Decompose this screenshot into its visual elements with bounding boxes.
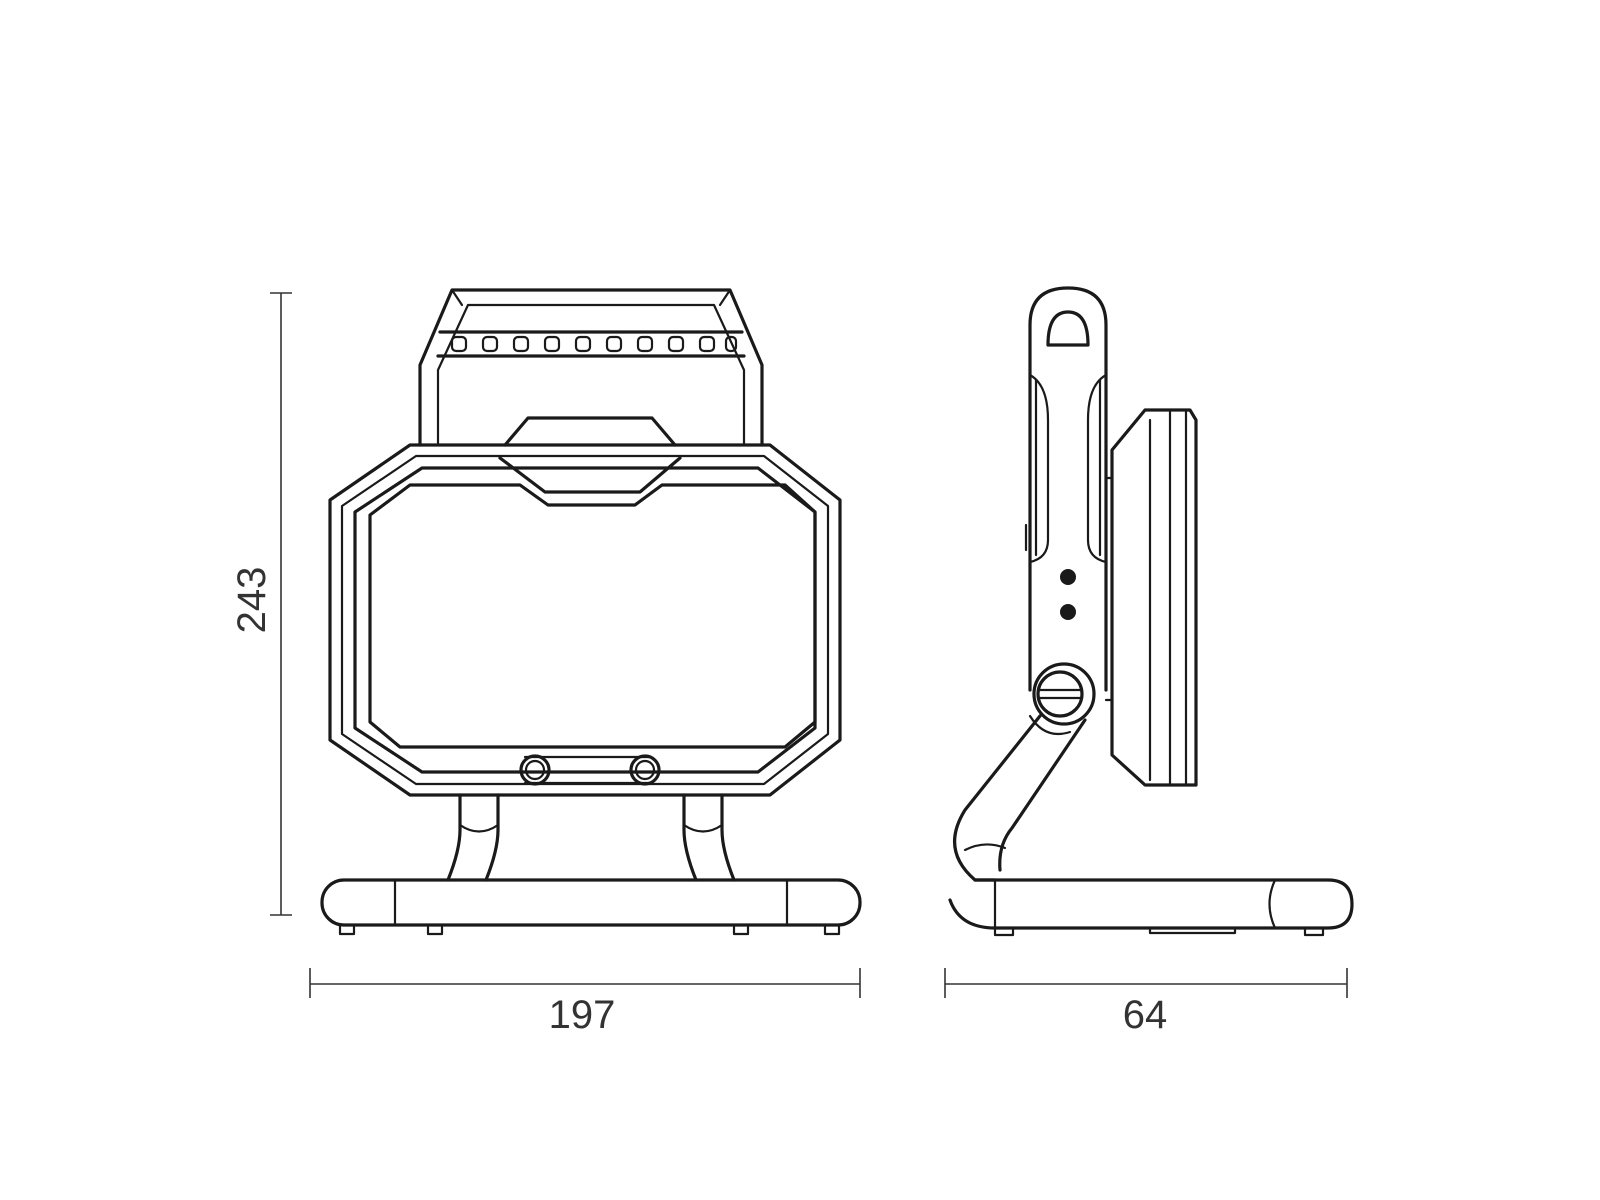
side-view — [948, 286, 1354, 937]
front-handle — [418, 288, 764, 447]
height-label: 243 — [230, 567, 274, 634]
depth-label: 64 — [1123, 993, 1168, 1037]
side-base — [948, 878, 1354, 937]
side-handle — [1024, 286, 1108, 692]
lens-panel — [368, 483, 817, 749]
dimension-width: 197 — [309, 968, 861, 1037]
front-view — [320, 288, 862, 936]
side-lamp-head — [1104, 408, 1198, 787]
switch-buttons — [519, 754, 661, 786]
front-base — [320, 878, 862, 936]
dimension-depth: 64 — [944, 968, 1348, 1037]
lamp-housing — [328, 443, 842, 797]
dimension-height: 243 — [230, 292, 292, 916]
stand-legs — [446, 793, 736, 882]
pivot-knob — [1032, 662, 1096, 726]
width-label: 197 — [549, 993, 616, 1037]
grip-ribs — [450, 335, 738, 353]
top-cap — [503, 416, 677, 447]
side-support-arm — [953, 714, 1087, 882]
